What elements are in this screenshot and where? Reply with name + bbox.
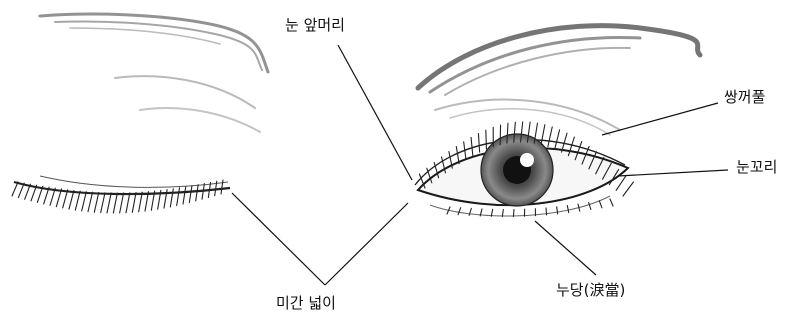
eyelash [555, 130, 560, 149]
right-eyebrow [418, 26, 700, 95]
eyelash [82, 192, 87, 211]
outer-corner-label: 눈꼬리 [736, 160, 777, 175]
inner-corner-label: 눈 앞머리 [285, 18, 345, 33]
left-closed-eye [12, 176, 230, 213]
eyelash [616, 176, 626, 191]
eyelash [189, 186, 192, 203]
eyelash [548, 127, 552, 147]
eyelash [589, 203, 591, 210]
double-eyelid-label: 쌍꺼풀 [724, 90, 765, 105]
eyelash [196, 185, 198, 201]
eyelash [113, 193, 117, 213]
inner-corner-leader [338, 45, 412, 180]
eyelash [94, 193, 98, 213]
eyelash [170, 189, 173, 207]
eyelash [458, 208, 461, 215]
eyelash [478, 134, 479, 153]
eyelash [513, 210, 514, 217]
left-eyelid-shading [115, 76, 260, 132]
eyelash [126, 193, 130, 213]
eyelash [546, 208, 547, 215]
eyelash [63, 190, 68, 208]
eyelash [18, 183, 24, 198]
eyelash [541, 125, 545, 145]
eyelash [567, 206, 568, 213]
eyelash [132, 193, 136, 213]
eyelash [101, 193, 105, 213]
eyelash [88, 192, 93, 211]
right-open-eye [415, 122, 633, 217]
eyelash [183, 187, 186, 204]
eyelash [120, 193, 124, 213]
aegyo-sal-label: 누당(淚當) [556, 283, 625, 298]
eyelash [471, 137, 473, 155]
eyelash [12, 182, 18, 196]
aegyo-sal-leader [535, 221, 596, 275]
eyelash [177, 188, 180, 206]
eyelash [599, 201, 602, 208]
left-eyebrow [40, 14, 268, 72]
eyelash [486, 130, 487, 149]
eyelash [623, 182, 633, 196]
double-eyelid-leader [602, 103, 718, 135]
right-eyelid-shading [435, 100, 620, 135]
eyelash [456, 147, 459, 164]
eyelash [221, 180, 223, 194]
eye-spacing-label: 미간 넓이 [276, 296, 336, 311]
eyelash [75, 191, 80, 210]
spacing-leader-left [232, 193, 325, 285]
eyelash [610, 199, 613, 206]
spacing-leader-right [325, 203, 408, 285]
eyelash [69, 191, 74, 210]
eyelash [107, 193, 111, 213]
outer-corner-leader [618, 170, 728, 176]
eye-highlight [520, 153, 534, 167]
